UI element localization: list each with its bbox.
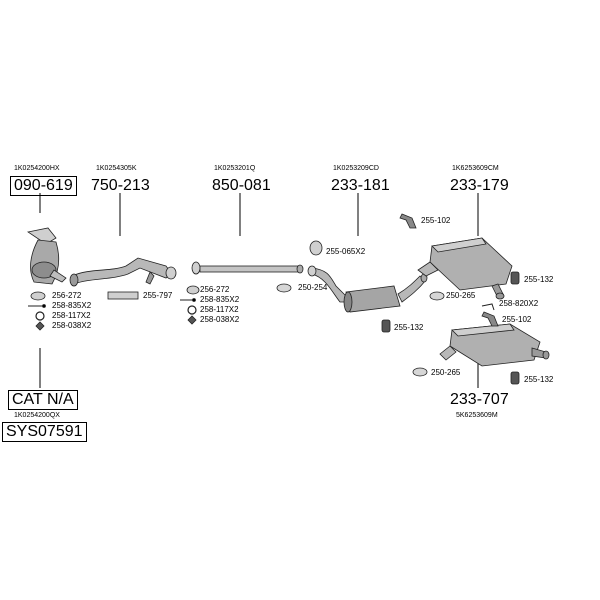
part-number-center-silencer[interactable]: 233-181 (331, 177, 390, 194)
oe-number-front-pipe: 1K0254305K (96, 165, 137, 172)
hardware-label[interactable]: 250-265 (446, 291, 476, 300)
hardware-label[interactable]: 255-132 (394, 323, 424, 332)
bolt-head-icon (192, 298, 196, 302)
hardware-label[interactable]: 258-835X2 (52, 301, 92, 310)
hardware-label[interactable]: 255-797 (143, 291, 173, 300)
clamp-icon (309, 240, 323, 256)
hardware-label[interactable]: 258-038X2 (52, 321, 92, 330)
rubber-mount-icon (381, 319, 391, 333)
hardware-label[interactable]: 258-117X2 (52, 311, 91, 320)
hardware-label[interactable]: 255-132 (524, 375, 554, 384)
rubber-mount-icon (510, 271, 520, 285)
center-silencer-icon (307, 265, 428, 313)
nut-icon (35, 321, 45, 331)
oe-number-rear-silencer: 1K6253609CM (452, 165, 499, 172)
rubber-mount-icon (510, 371, 520, 385)
oe-number-center-silencer: 1K0253209CD (333, 165, 379, 172)
oe-number-cat-alt: 1K0254200QX (14, 412, 60, 419)
ring-icon (276, 283, 292, 293)
gasket-icon (186, 285, 200, 295)
hardware-label[interactable]: 258-820X2 (499, 299, 539, 308)
part-number-rear-silencer-alt[interactable]: 233-707 (450, 391, 509, 408)
hardware-label[interactable]: 256-272 (200, 285, 230, 294)
washer-icon (187, 305, 197, 315)
hardware-label[interactable]: 250-254 (298, 283, 328, 292)
part-number-cat[interactable]: 090-619 (10, 176, 77, 196)
hardware-label[interactable]: 255-065X2 (326, 247, 366, 256)
hardware-label[interactable]: 258-835X2 (200, 295, 240, 304)
oe-number-cat: 1K0254200HX (14, 165, 60, 172)
system-number[interactable]: SYS07591 (2, 422, 87, 442)
ring-icon (429, 291, 445, 301)
catalytic-converter-icon (26, 227, 67, 285)
parts-drawing (26, 213, 550, 385)
washer-icon (35, 311, 45, 321)
hanger-icon (107, 291, 139, 300)
hardware-label[interactable]: 258-038X2 (200, 315, 240, 324)
oe-number-rear-silencer-alt: 5K6253609M (456, 412, 498, 419)
front-pipe-icon (69, 257, 177, 287)
part-number-middle-pipe[interactable]: 850-081 (212, 177, 271, 194)
cat-not-available-label: CAT N/A (8, 390, 78, 410)
oe-number-middle-pipe: 1K0253201Q (214, 165, 256, 172)
gasket-icon (30, 291, 46, 301)
hardware-label[interactable]: 250-265 (431, 368, 461, 377)
hardware-label[interactable]: 256-272 (52, 291, 82, 300)
rear-silencer-icon (417, 237, 513, 300)
part-number-rear-silencer[interactable]: 233-179 (450, 177, 509, 194)
clamp-icon (481, 303, 495, 311)
rear-silencer-alt-icon (439, 323, 550, 367)
bracket-icon (481, 311, 499, 327)
hardware-label[interactable]: 255-102 (502, 315, 532, 324)
hardware-label[interactable]: 255-132 (524, 275, 554, 284)
hardware-label[interactable]: 255-102 (421, 216, 451, 225)
ring-icon (412, 367, 428, 377)
part-number-front-pipe[interactable]: 750-213 (91, 177, 150, 194)
middle-pipe-icon (191, 261, 304, 275)
nut-icon (187, 315, 197, 325)
hardware-label[interactable]: 258-117X2 (200, 305, 239, 314)
bracket-icon (399, 213, 417, 229)
bolt-head-icon (42, 304, 46, 308)
